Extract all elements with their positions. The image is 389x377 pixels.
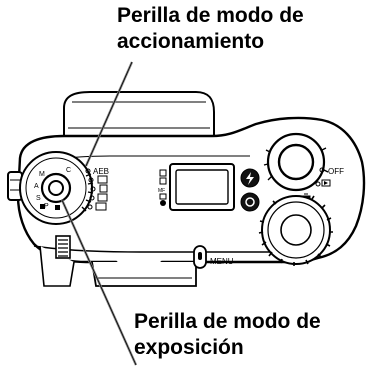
exposure-mode-callout-line2: exposición [134, 336, 244, 359]
svg-text:MF: MF [158, 188, 165, 194]
aeb-label: AEB [93, 167, 109, 176]
top-housing [63, 91, 215, 141]
drive-mode-callout-line2: accionamiento [117, 30, 265, 53]
svg-text:M: M [39, 171, 45, 178]
svg-text:A: A [34, 183, 39, 190]
shutter-release-dial[interactable] [263, 132, 329, 192]
flash-button[interactable] [240, 168, 260, 188]
off-label: OFF [328, 167, 344, 176]
front-grip [91, 261, 197, 287]
command-dial[interactable] [258, 195, 333, 266]
function-icons: MF [158, 169, 167, 206]
drive-mode-icons: AEB [85, 167, 109, 211]
top-lcd-panel [169, 163, 235, 211]
exposure-mode-dial-callout: Perilla de modo de exposición [134, 309, 321, 361]
drive-mode-callout-line1: Perilla de modo de [117, 4, 304, 27]
svg-text:P: P [44, 203, 49, 210]
svg-text:C: C [66, 167, 71, 174]
exposure-mode-callout-line1: Perilla de modo de [134, 310, 321, 333]
menu-button[interactable] [193, 245, 207, 269]
mode-dial: M A S P C [19, 151, 94, 225]
menu-label: MENU [210, 257, 234, 266]
macro-button[interactable] [240, 192, 260, 212]
svg-text:S: S [36, 195, 41, 202]
drive-mode-dial-callout: Perilla de modo de accionamiento [117, 3, 304, 55]
side-wheel [55, 235, 71, 259]
